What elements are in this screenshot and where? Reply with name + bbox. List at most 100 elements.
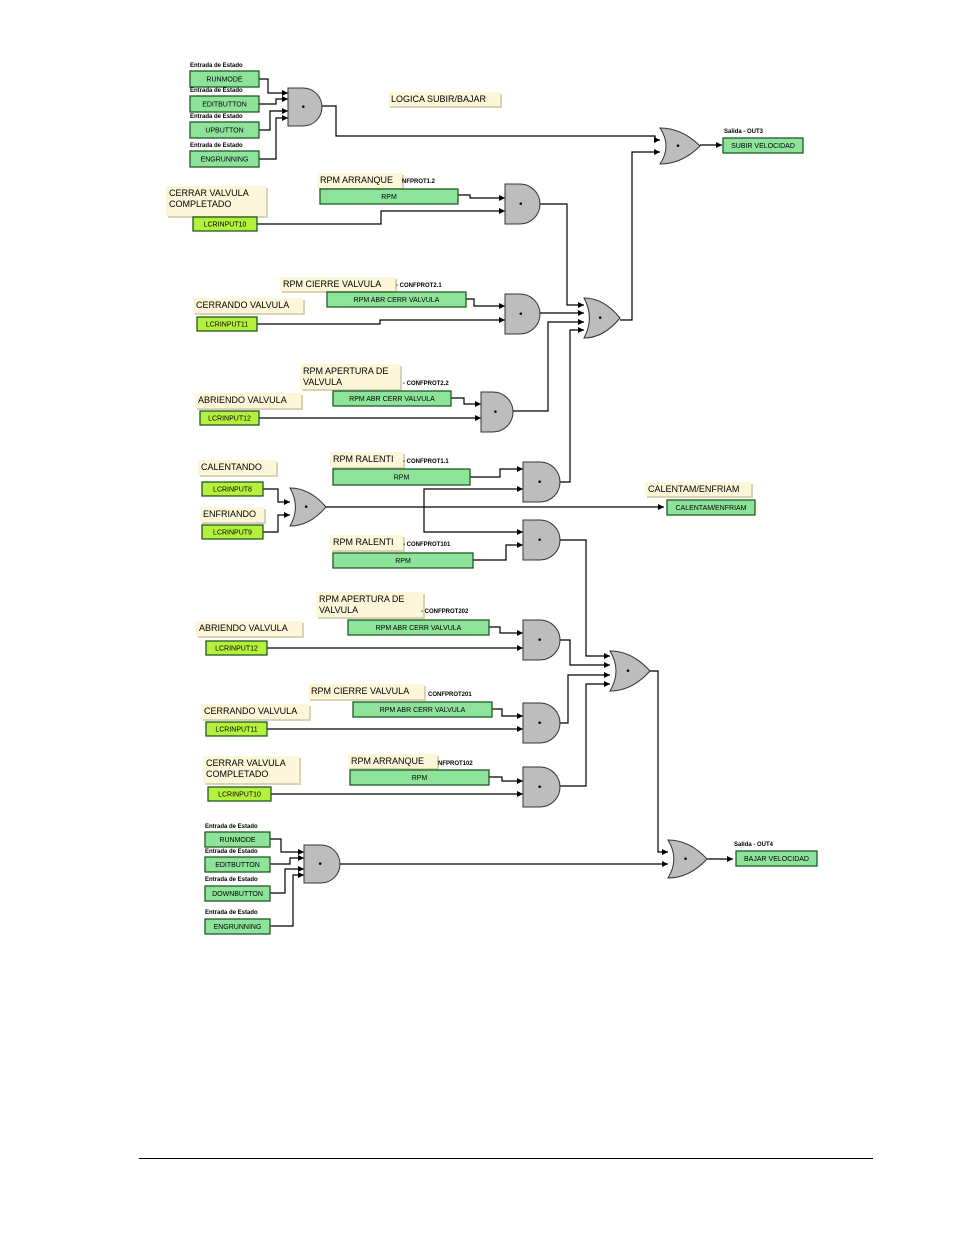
label-lbl_enfriando: ENFRIANDO <box>200 507 266 524</box>
label-fill <box>317 173 402 188</box>
gate-symbol: • <box>683 855 688 865</box>
box-lcr11a: LCRINPUT11 <box>196 316 258 332</box>
box-label: LCRINPUT11 <box>215 727 257 734</box>
and-gate: • <box>480 391 514 433</box>
label-fill <box>388 92 500 106</box>
or-gate: • <box>667 839 708 879</box>
box-label: SUBIR VELOCIDAD <box>731 143 795 150</box>
label-line: ABRIENDO VALVULA <box>198 395 287 405</box>
label-line: ABRIENDO VALVULA <box>199 623 288 633</box>
box-rpm_ral1: RPM <box>332 468 471 486</box>
box-rpm_cierre2: RPM ABR CERR VALVULA <box>352 701 493 718</box>
gate-body <box>667 839 708 879</box>
box-fill <box>199 410 260 426</box>
gate-symbol: • <box>304 503 309 513</box>
gate-symbol: • <box>301 103 306 113</box>
state-input-caption: Entrada de Estado <box>190 63 243 69</box>
box-label: ENGRUNNING <box>214 924 262 931</box>
gate-symbol: • <box>537 478 542 488</box>
label-lbl_rpm_cierre1: RPM CIERRE VALVULA <box>280 277 397 293</box>
box-label: RPM ABR CERR VALVULA <box>354 297 440 304</box>
state-input-caption: Entrada de Estado <box>205 910 258 916</box>
gate-body <box>659 127 701 165</box>
label-line: RPM RALENTI <box>333 537 394 547</box>
tag-tag_cp22: - CONFPROT2.2 <box>403 381 449 387</box>
box-engrun2: ENGRUNNING <box>204 918 271 935</box>
label-lbl_rpm_arr2: RPM ARRANQUE <box>348 754 439 770</box>
state-input-caption: Entrada de Estado <box>205 849 258 855</box>
label-line: CALENTAM/ENFRIAM <box>648 484 739 494</box>
gate-symbol: • <box>518 200 523 210</box>
or-gate: • <box>609 650 651 692</box>
box-fill <box>349 769 490 786</box>
label-line: RPM CIERRE VALVULA <box>311 686 409 696</box>
gate-symbol: • <box>537 536 542 546</box>
box-lcr12a: LCRINPUT12 <box>199 410 260 426</box>
box-fill <box>332 468 471 486</box>
label-line: ENFRIANDO <box>203 509 256 519</box>
box-fill <box>666 499 756 516</box>
label-lbl_calentando: CALENTANDO <box>198 460 278 477</box>
box-rpm_cierre1: RPM ABR CERR VALVULA <box>326 291 467 308</box>
box-label: LCRINPUT12 <box>208 416 251 423</box>
box-lcr8: LCRINPUT8 <box>201 481 264 497</box>
gate-body <box>504 183 541 225</box>
or-gate: • <box>659 127 701 165</box>
box-label: RPM <box>412 775 428 782</box>
label-fill <box>330 452 403 467</box>
box-lcr12b: LCRINPUT12 <box>205 640 268 656</box>
box-fill <box>204 918 271 935</box>
tag-tag_cp202: - CONFPROT202 <box>421 609 469 615</box>
box-fill <box>189 95 260 113</box>
box-fill <box>201 481 264 497</box>
label-line: LOGICA SUBIR/BAJAR <box>391 94 487 104</box>
gate-symbol: • <box>675 142 680 152</box>
gate-body <box>303 844 341 884</box>
box-downbtn: DOWNBUTTON <box>204 885 271 902</box>
label-lbl_calent_out: CALENTAM/ENFRIAM <box>645 482 753 498</box>
gate-body <box>522 619 561 661</box>
box-out4: BAJAR VELOCIDAD <box>735 850 818 867</box>
box-rpm_apert2: RPM ABR CERR VALVULA <box>347 619 490 636</box>
and-gate: • <box>303 844 341 884</box>
box-label: RUNMODE <box>206 77 242 84</box>
label-fill <box>198 460 276 475</box>
label-lbl_rpm_ral1: RPM RALENTI <box>330 452 405 469</box>
footer-rule <box>139 1158 873 1159</box>
gate-symbol: • <box>493 408 498 418</box>
box-upbtn: UPBUTTON <box>189 121 260 139</box>
box-label: DOWNBUTTON <box>212 891 263 898</box>
state-input-caption: Entrada de Estado <box>190 143 243 149</box>
and-gate: • <box>522 461 561 503</box>
box-label: LCRINPUT10 <box>218 792 261 799</box>
box-fill <box>201 524 264 540</box>
box-engrun1: ENGRUNNING <box>189 150 260 168</box>
gate-body <box>609 650 651 692</box>
gate-symbol: • <box>537 783 542 793</box>
label-fill <box>348 754 437 768</box>
box-runmode1: RUNMODE <box>189 70 260 88</box>
state-input-caption: Entrada de Estado <box>205 824 258 830</box>
label-fill <box>196 621 302 636</box>
label-fill <box>201 704 309 719</box>
and-gate: • <box>522 766 561 808</box>
tag-tag_out4: Salida - OUT4 <box>734 842 774 848</box>
gate-body <box>522 702 561 744</box>
box-label: LCRINPUT8 <box>213 487 252 494</box>
box-label: BAJAR VELOCIDAD <box>744 856 809 863</box>
label-fill <box>645 482 751 496</box>
box-label: UPBUTTON <box>205 128 243 135</box>
box-lcr11b: LCRINPUT11 <box>205 721 268 737</box>
label-fill <box>195 393 301 408</box>
label-line: VALVULA <box>303 377 342 387</box>
box-label: RPM <box>394 475 410 482</box>
box-fill <box>204 885 271 902</box>
tag-tag_cp11: - CONFPROT1.1 <box>403 459 449 465</box>
